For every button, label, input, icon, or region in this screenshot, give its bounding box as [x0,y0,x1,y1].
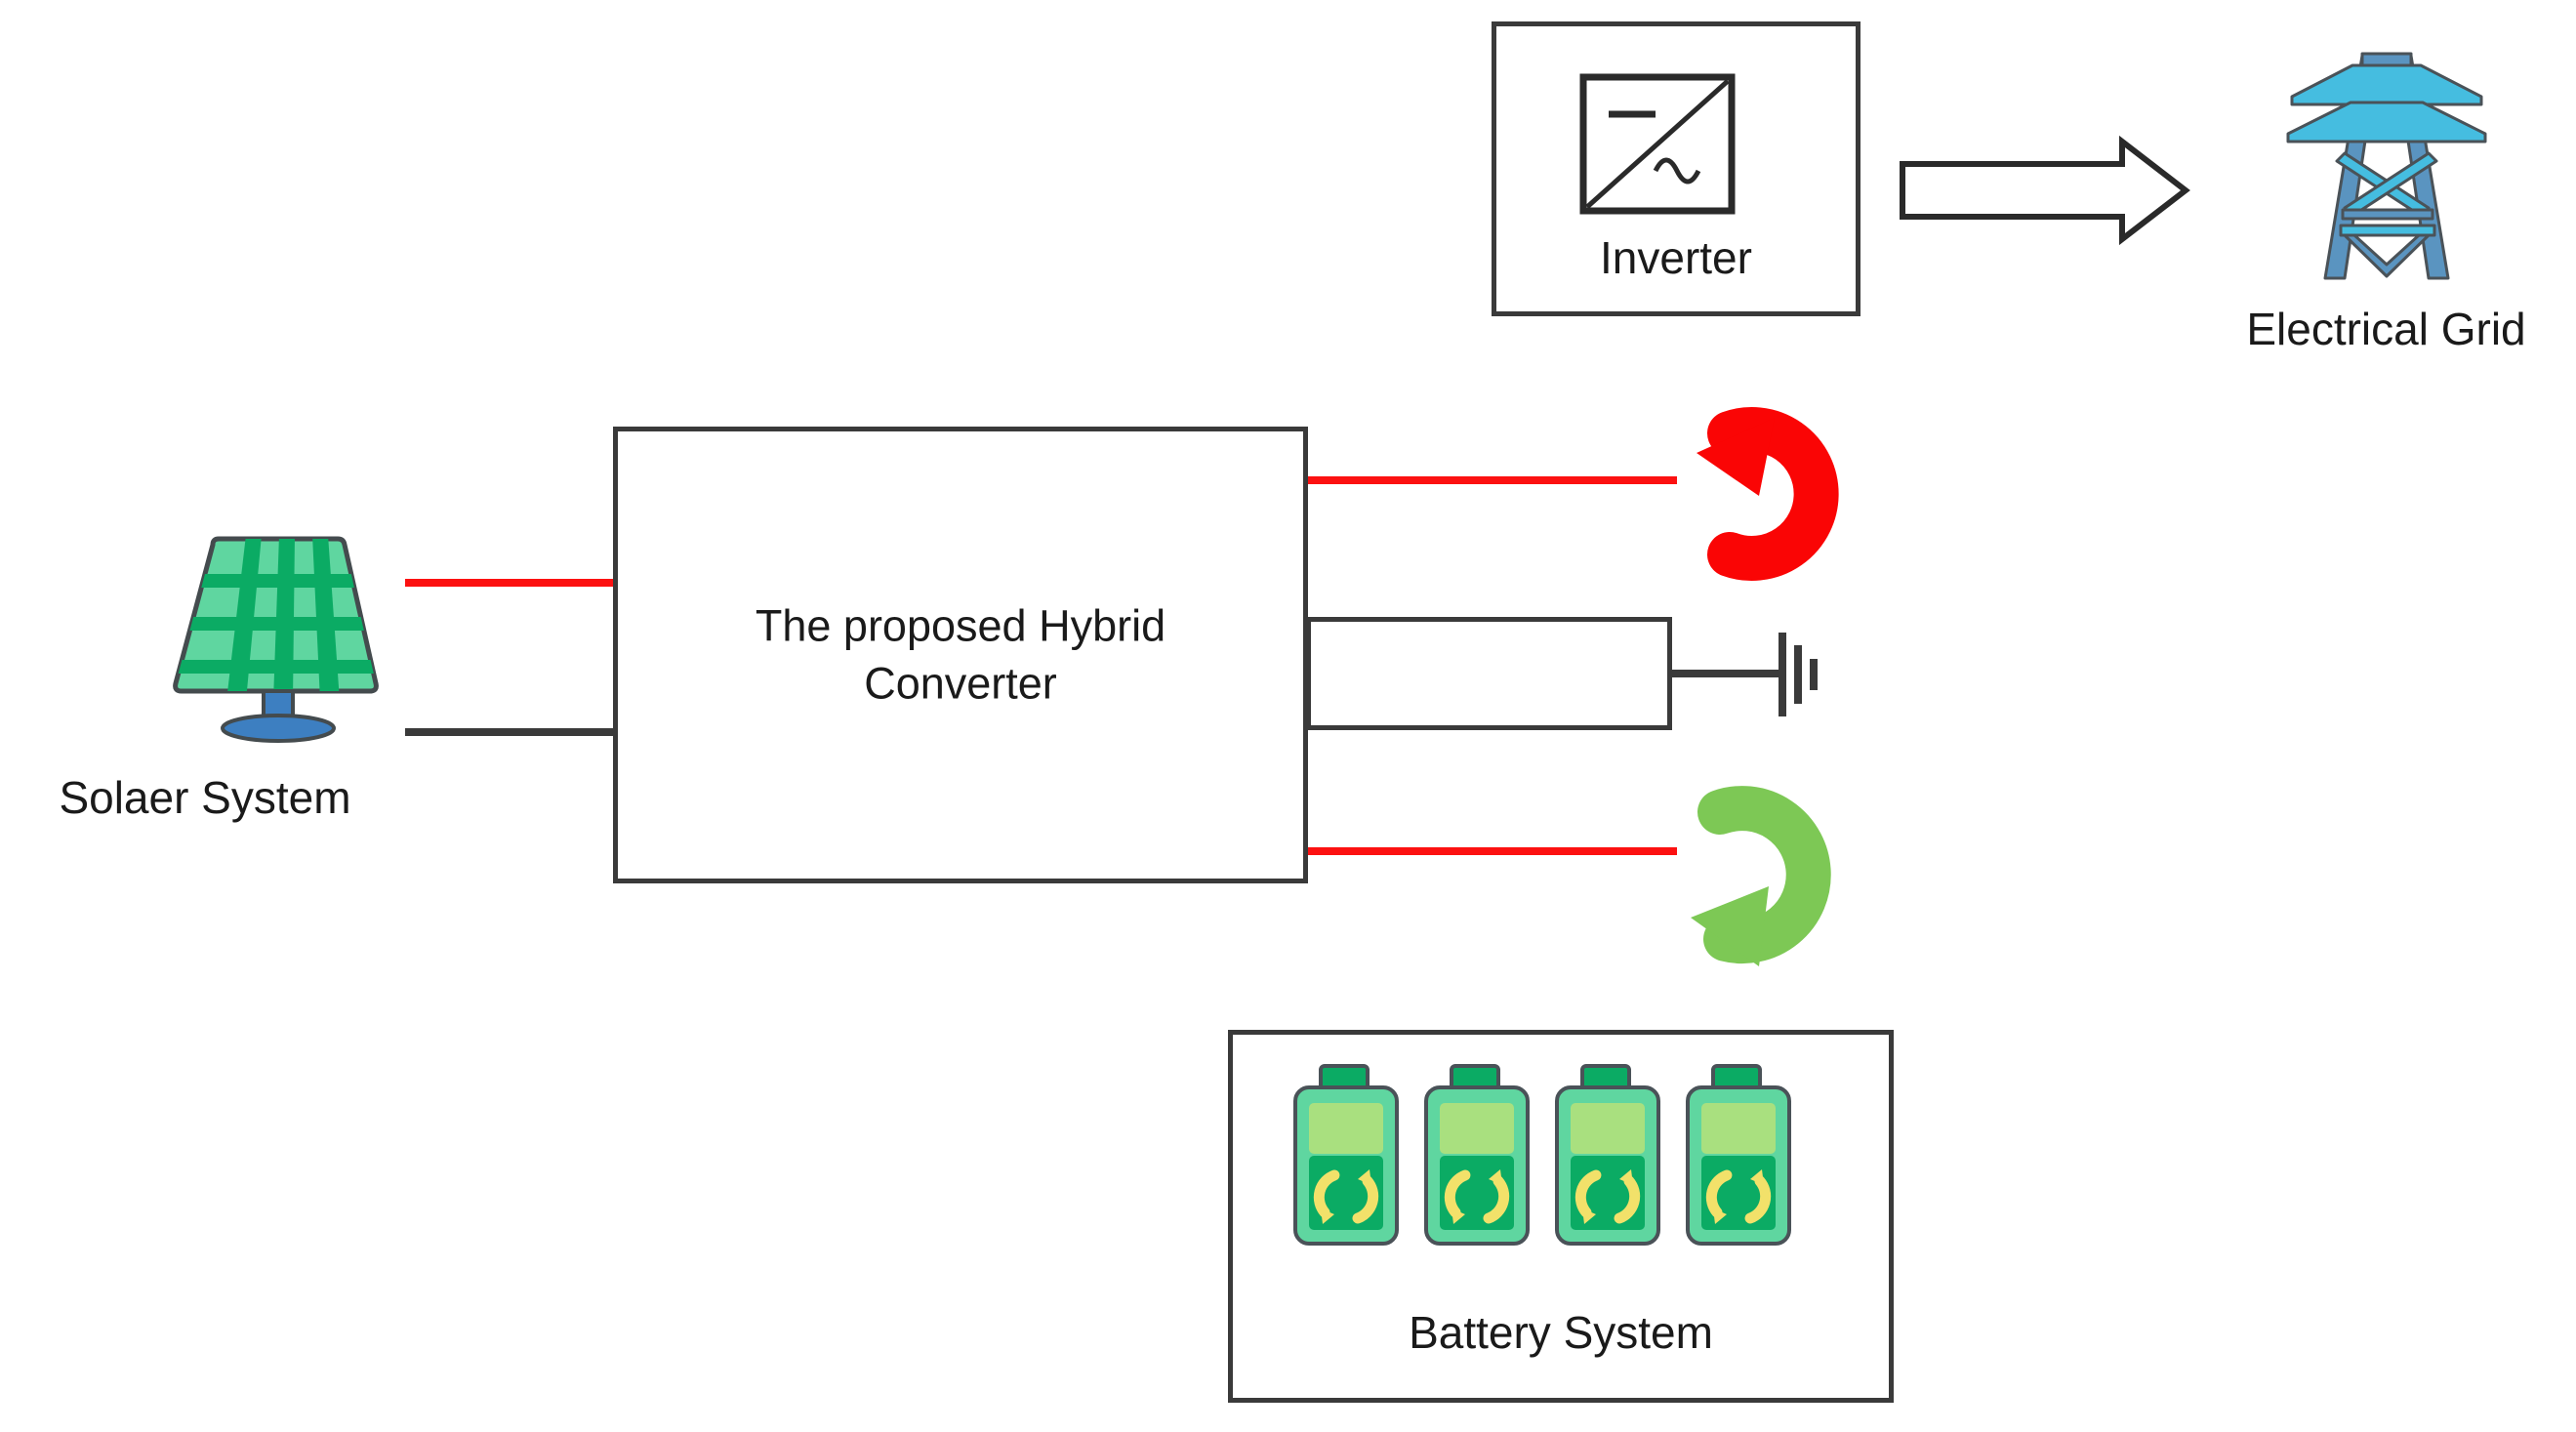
converter-battery-wire [1306,847,1677,855]
converter-title-line1: The proposed Hybrid [755,600,1166,651]
transmission-tower-icon [2274,44,2499,288]
red-flow-arrow [1669,390,1864,586]
inverter-caption: Inverter [1600,232,1752,283]
solar-negative-wire [405,728,615,736]
solar-panel-icon [156,535,395,745]
battery-cell [1555,1064,1660,1246]
converter-ground-bus [1306,617,1672,730]
solar-caption: Solaer System [59,772,351,823]
battery-cell [1686,1064,1791,1246]
green-flow-arrow [1669,771,1864,976]
solar-positive-wire [405,579,615,587]
dc-ac-inverter-icon [1579,73,1736,215]
grid-caption: Electrical Grid [2246,304,2526,354]
battery-system-box[interactable]: Battery System [1228,1030,1894,1403]
hybrid-converter-box[interactable]: The proposed Hybrid Converter [613,427,1308,883]
inverter-box[interactable]: Inverter [1492,21,1860,316]
inverter-to-grid-block-arrow [1898,135,2190,246]
battery-cell-row [1291,1064,1838,1271]
ground-earth-icon [1777,633,1835,716]
battery-cell [1424,1064,1530,1246]
battery-caption: Battery System [1409,1307,1713,1358]
battery-cell [1293,1064,1399,1246]
converter-ac-output-wire [1306,476,1677,484]
converter-title: The proposed Hybrid Converter [618,597,1303,714]
converter-title-line2: Converter [864,659,1057,709]
converter-ground-wire [1668,670,1784,677]
